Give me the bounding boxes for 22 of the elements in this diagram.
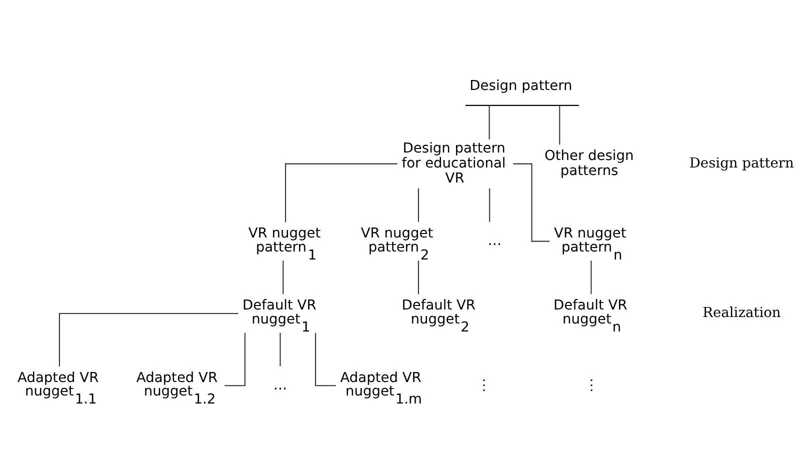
label: ⋮: [477, 376, 492, 393]
connector: [58, 312, 238, 366]
node-text: …: [273, 376, 288, 393]
connector: [280, 332, 281, 366]
connector: [224, 332, 246, 386]
connector: [513, 162, 550, 242]
node-text: Design pattern: [470, 77, 572, 94]
connector: [418, 260, 419, 294]
connector: [590, 260, 592, 294]
connector: [488, 105, 490, 139]
label: Design pattern: [689, 154, 794, 171]
node-text: …: [488, 232, 502, 248]
connector: [285, 162, 398, 222]
connector: [489, 188, 490, 222]
label: ⋮: [584, 376, 598, 393]
node-text: Design pattern for educational VR: [402, 140, 506, 186]
connector: [559, 105, 560, 144]
node-text: Other design patterns: [544, 148, 634, 178]
label: Realization: [702, 304, 781, 321]
connector: [282, 260, 284, 294]
connector: [315, 332, 336, 386]
connector: [418, 188, 419, 222]
